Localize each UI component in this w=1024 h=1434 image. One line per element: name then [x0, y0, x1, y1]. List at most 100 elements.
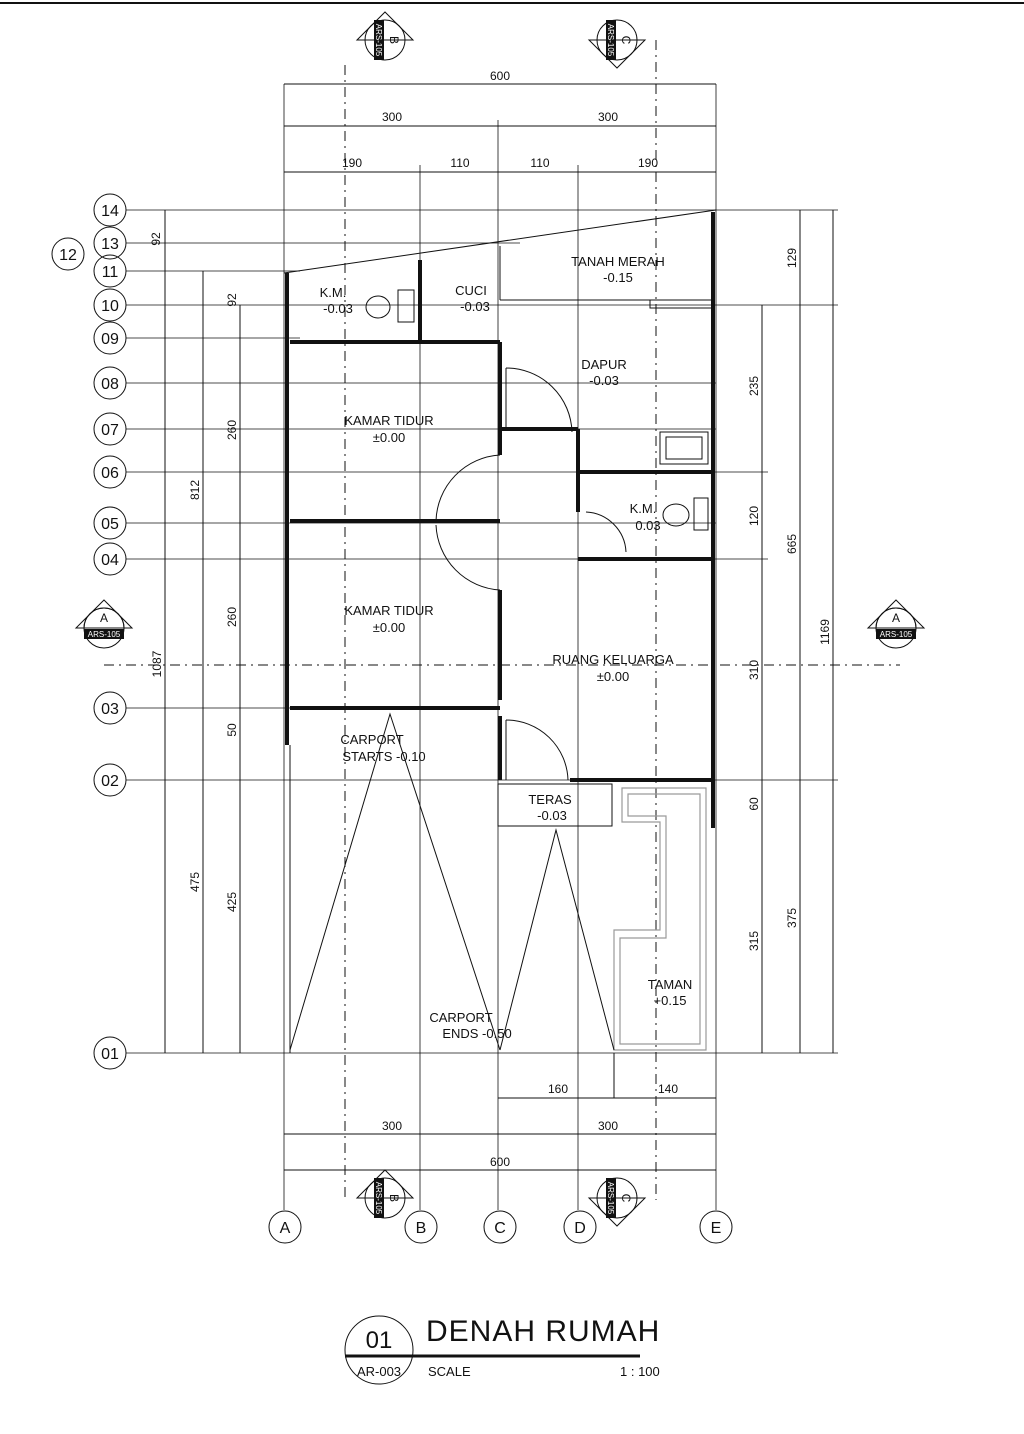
svg-text:14: 14	[101, 203, 119, 220]
dim-left: 92	[225, 293, 239, 307]
dim-right: 315	[747, 931, 761, 951]
dim-right: 60	[747, 797, 761, 811]
svg-text:B: B	[387, 36, 401, 44]
svg-text:ARS-105: ARS-105	[880, 630, 913, 639]
section-marker-a-right: A ARS-105	[866, 599, 926, 649]
room-ruang-level: ±0.00	[597, 669, 629, 684]
dim-bottom-sub: 160	[548, 1082, 568, 1096]
title-scale-value: 1 : 100	[620, 1364, 660, 1379]
svg-text:ARS-105: ARS-105	[606, 24, 615, 57]
room-tanah-level: -0.15	[603, 270, 633, 285]
grid-bubble-02: 02	[93, 763, 127, 797]
walls	[283, 209, 717, 1053]
dim-top-total: 600	[490, 69, 510, 83]
title-block: 01 AR-003 DENAH RUMAH SCALE 1 : 100	[344, 1315, 660, 1385]
dim-bottom-sub: 140	[658, 1082, 678, 1096]
svg-text:A: A	[280, 1220, 291, 1237]
svg-text:ARS-105: ARS-105	[374, 24, 383, 57]
room-km2-name: K.M.	[630, 501, 657, 516]
dim-bottom-total: 600	[490, 1155, 510, 1169]
svg-text:ARS-105: ARS-105	[88, 630, 121, 639]
dim-left: 1087	[150, 650, 164, 677]
svg-text:C: C	[494, 1220, 506, 1237]
dim-left: 475	[188, 872, 202, 892]
grid-bubble-12: 12	[51, 237, 85, 271]
room-teras-level: -0.03	[537, 808, 567, 823]
dim-top-sub: 110	[450, 156, 469, 170]
svg-text:02: 02	[101, 773, 119, 790]
dim-top-sub: 190	[342, 156, 362, 170]
svg-text:C: C	[619, 1194, 633, 1203]
section-marker-a-left: A ARS-105	[74, 599, 134, 649]
svg-text:C: C	[619, 36, 633, 45]
room-carport-start-level: STARTS -0.10	[342, 749, 425, 764]
room-dapur-level: -0.03	[589, 373, 619, 388]
room-cuci-level: -0.03	[460, 299, 490, 314]
section-marker-c-bottom: C ARS-105	[587, 1177, 647, 1227]
title-sheet: AR-003	[357, 1364, 401, 1379]
dim-right: 235	[747, 376, 761, 396]
svg-text:03: 03	[101, 701, 119, 718]
sink-icon	[659, 431, 709, 465]
room-km1-name: K.M.	[320, 285, 347, 300]
grid-bubble-11: 11	[93, 254, 127, 288]
grid-bubble-b: B	[404, 1210, 438, 1244]
svg-text:11: 11	[102, 264, 119, 281]
dim-top-sub: 110	[530, 156, 549, 170]
svg-text:06: 06	[101, 465, 119, 482]
svg-text:ARS-105: ARS-105	[606, 1182, 615, 1215]
dim-left: 50	[225, 723, 239, 737]
room-carport-end-level: ENDS -0.50	[442, 1026, 511, 1041]
svg-text:A: A	[892, 611, 900, 625]
svg-text:E: E	[711, 1220, 722, 1237]
svg-text:A: A	[100, 611, 108, 625]
dim-right: 1169	[818, 619, 832, 645]
dim-right: 375	[785, 908, 799, 928]
dimension-lines	[164, 83, 834, 1171]
room-km2-level: 0.03	[635, 518, 660, 533]
room-labels: K.M. -0.03 CUCI -0.03 TANAH MERAH -0.15 …	[320, 254, 693, 1041]
grid-bubble-10: 10	[93, 288, 127, 322]
svg-text:B: B	[416, 1220, 427, 1237]
svg-text:ARS-105: ARS-105	[374, 1182, 383, 1215]
room-km1-level: -0.03	[323, 301, 353, 316]
room-carport-end-name: CARPORT	[429, 1010, 492, 1025]
dim-top-half: 300	[382, 110, 402, 124]
title-text: DENAH RUMAH	[426, 1315, 660, 1348]
grid-bubble-09: 09	[93, 321, 127, 355]
room-kamar2-level: ±0.00	[373, 620, 405, 635]
grid-bubble-08: 08	[93, 366, 127, 400]
grid-bubble-13: 13	[93, 226, 127, 260]
dim-right: 665	[785, 534, 799, 554]
room-kamar1-level: ±0.00	[373, 430, 405, 445]
dim-left: 812	[188, 480, 202, 500]
dim-right: 120	[747, 506, 761, 526]
room-ruang-name: RUANG KELUARGA	[552, 652, 674, 667]
svg-text:09: 09	[101, 331, 119, 348]
section-marker-b-bottom: B ARS-105	[355, 1169, 415, 1219]
room-kamar2-name: KAMAR TIDUR	[344, 603, 433, 618]
dim-left: 425	[225, 892, 239, 912]
dim-right: 129	[785, 248, 799, 268]
grid-bubble-01: 01	[93, 1036, 127, 1070]
dim-left: 92	[149, 232, 163, 246]
grid-bubble-a: A	[268, 1210, 302, 1244]
svg-text:B: B	[387, 1194, 401, 1202]
toilet-icon	[365, 289, 415, 323]
section-marker-b-top: B ARS-105	[355, 11, 415, 61]
room-carport-start-name: CARPORT	[340, 732, 403, 747]
section-marker-c-top: C ARS-105	[587, 19, 647, 69]
dim-bottom-half: 300	[382, 1119, 402, 1133]
room-kamar1-name: KAMAR TIDUR	[344, 413, 433, 428]
grid-bubble-d: D	[563, 1210, 597, 1244]
room-taman-name: TAMAN	[648, 977, 693, 992]
svg-text:13: 13	[101, 236, 119, 253]
grid-bubble-c: C	[483, 1210, 517, 1244]
dim-bottom-half: 300	[598, 1119, 618, 1133]
svg-text:10: 10	[101, 298, 119, 315]
grid-bubble-06: 06	[93, 455, 127, 489]
room-teras-name: TERAS	[528, 792, 572, 807]
room-cuci-name: CUCI	[455, 283, 487, 298]
room-tanah-name: TANAH MERAH	[571, 254, 665, 269]
